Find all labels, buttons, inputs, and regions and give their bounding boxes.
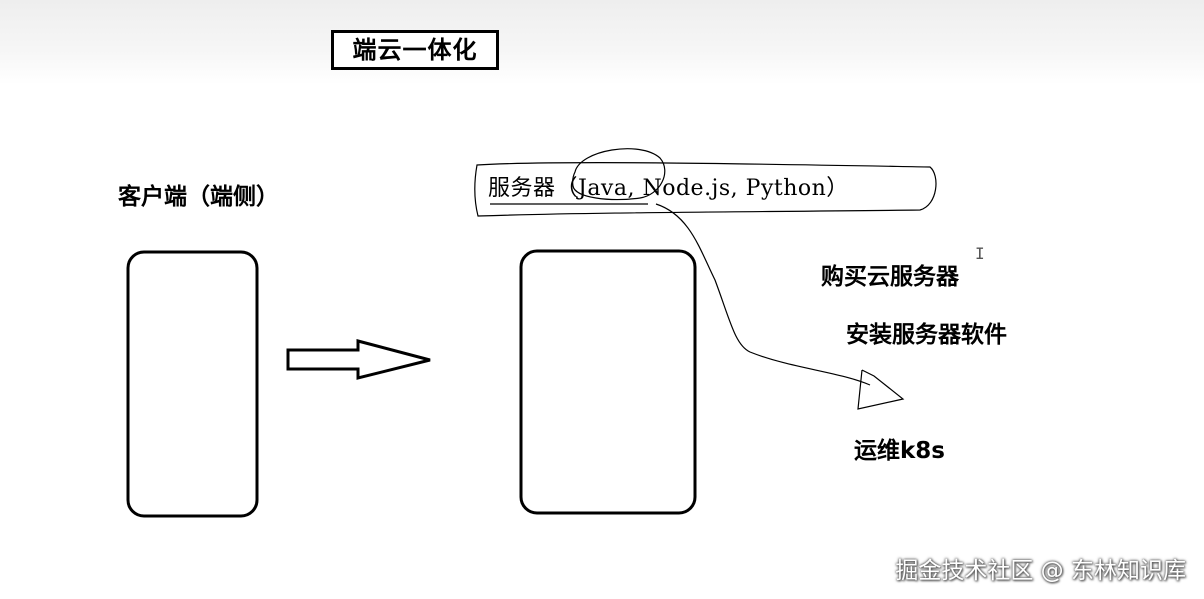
server-device-box	[519, 249, 697, 515]
text-cursor-icon: I	[975, 244, 985, 263]
client-to-server-arrow	[286, 339, 431, 380]
step-ops-k8s: 运维k8s	[854, 438, 945, 464]
watermark: 掘金技术社区 @ 东林知识库	[895, 558, 1186, 584]
client-label: 客户端（端侧）	[118, 184, 279, 210]
step-buy-cloud-server: 购买云服务器	[821, 264, 959, 290]
client-device-box	[126, 250, 259, 518]
server-label-outline	[474, 162, 937, 217]
page-title: 端云一体化	[331, 30, 499, 70]
step-install-server-software: 安装服务器软件	[846, 322, 1007, 348]
java-to-ops-connector	[655, 203, 871, 386]
connector-arrowhead	[857, 369, 905, 410]
server-label: 服务器（Java, Node.js, Python）	[488, 176, 849, 201]
java-highlight-circle	[572, 148, 666, 201]
